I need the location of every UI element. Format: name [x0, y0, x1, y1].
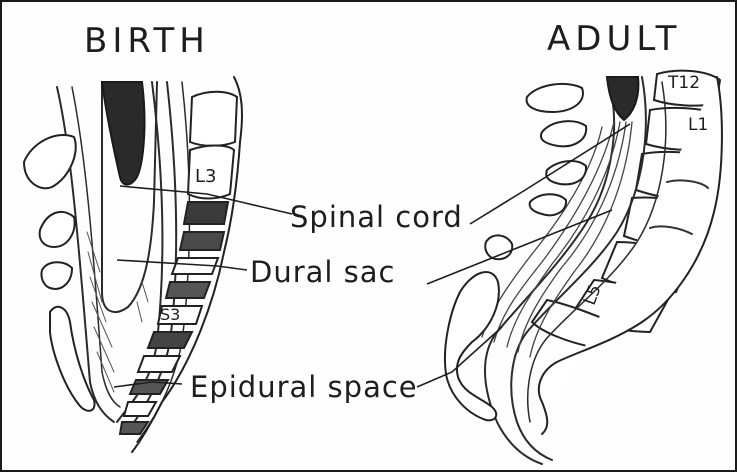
epidural-space-label: Epidural space — [190, 370, 418, 404]
birth-title: BIRTH — [84, 21, 210, 61]
vertebra-label-adult-l1: L1 — [688, 115, 708, 135]
adult-canal-wall-2 — [510, 76, 647, 461]
spinal-cord-label: Spinal cord — [290, 200, 463, 234]
leader-spinal-cord-adult — [469, 123, 631, 225]
adult-spinal-cord — [605, 76, 640, 122]
leader-lines — [113, 123, 631, 388]
adult-panel — [443, 69, 723, 465]
leader-epidural-birth — [113, 381, 183, 388]
birth-back-inner — [71, 86, 121, 408]
leader-spinal-cord-birth — [119, 185, 293, 215]
vertebra-label-adult-t12: T12 — [667, 73, 700, 93]
leader-dural-sac-birth — [116, 259, 248, 271]
adult-vertebral-column — [530, 69, 723, 435]
birth-panel — [22, 76, 243, 453]
adult-title: ADULT — [547, 19, 681, 59]
leader-dural-sac-adult — [426, 209, 613, 285]
birth-spinous-processes — [22, 134, 96, 412]
vertebra-label-birth-s3: S3 — [160, 305, 180, 324]
adult-canal-wall-3 — [527, 81, 667, 423]
birth-spinal-cord — [100, 81, 146, 186]
dural-sac-label: Dural sac — [250, 255, 396, 289]
vertebra-label-birth-l3: L3 — [195, 166, 216, 187]
birth-dural-sac — [101, 81, 158, 313]
leader-epidural-adult — [416, 326, 503, 388]
birth-dura-hatching — [86, 231, 149, 393]
adult-canal-wall-1 — [484, 76, 616, 465]
birth-vertebral-column — [118, 76, 243, 453]
birth-canal-wall-1 — [116, 81, 164, 423]
adult-discs — [649, 179, 709, 235]
